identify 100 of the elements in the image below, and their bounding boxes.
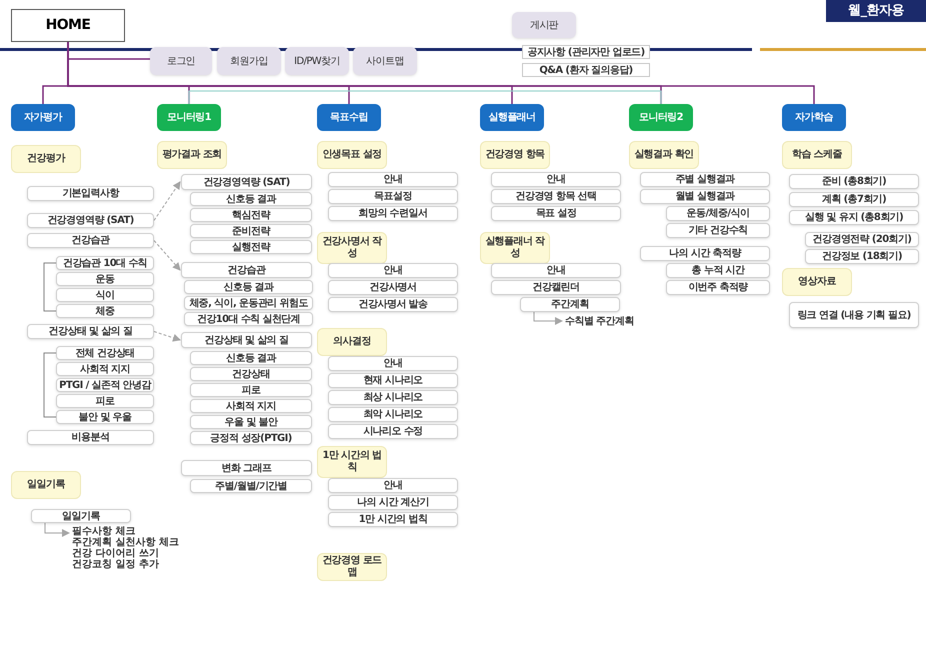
menu-item: 기본입력사항 — [27, 186, 154, 201]
menu-item: 건강습관 — [27, 233, 154, 248]
menu-item: 주간계획 — [520, 297, 620, 312]
menu-item: 건강경영전략 (20회기) — [805, 232, 919, 247]
menu-item: 신호등 결과 — [190, 192, 312, 206]
section-box: 건강경영 로드맵 — [317, 553, 387, 581]
menu-item: 나의 시간 계산기 — [328, 495, 458, 510]
nav-tab: 회원가입 — [217, 47, 281, 75]
menu-item: 건강캘린더 — [491, 280, 621, 295]
category-tab: 모니터링2 — [629, 104, 693, 131]
menu-item: 최상 시나리오 — [328, 390, 458, 405]
menu-item: 월별 실행결과 — [640, 189, 770, 204]
menu-item: 이번주 축적량 — [666, 280, 770, 295]
category-tab: 자가평가 — [11, 104, 75, 131]
menu-item: 사회적 지지 — [56, 362, 154, 376]
menu-item: 목표 설정 — [491, 206, 621, 221]
menu-item: 실행 및 유지 (총8회기) — [789, 210, 919, 225]
menu-item: 건강경영역량 (SAT) — [27, 213, 154, 228]
menu-item: 준비전략 — [190, 224, 312, 238]
section-box: 의사결정 — [317, 328, 387, 356]
board-item: 공지사항 (관리자만 업로드) — [522, 45, 650, 59]
section-box: 영상자료 — [782, 268, 852, 296]
menu-item: 긍정적 성장(PTGI) — [190, 431, 312, 445]
menu-item: 전체 건강상태 — [56, 346, 154, 360]
category-tab: 목표수립 — [317, 104, 381, 131]
menu-item: 계획 (총7회기) — [789, 192, 919, 207]
note-text: 건강 다이어리 쓰기 — [72, 548, 160, 559]
section-box: 평가결과 조회 — [157, 141, 227, 169]
menu-item: 안내 — [328, 172, 458, 187]
home-box: HOME — [11, 9, 125, 42]
connector-line — [188, 90, 662, 104]
menu-item: 1만 시간의 법칙 — [328, 512, 458, 527]
section-box: 건강사명서 작성 — [317, 232, 387, 264]
section-box: 건강경영 항목 — [480, 141, 550, 169]
menu-item: 준비 (총8회기) — [789, 174, 919, 189]
menu-item: 희망의 수련일서 — [328, 206, 458, 221]
menu-item: 안내 — [328, 263, 458, 278]
menu-item: 건강사명서 — [328, 280, 458, 295]
menu-item: 건강상태 및 삶의 질 — [181, 332, 312, 348]
nav-tab: 사이트맵 — [353, 47, 417, 75]
menu-item: 식이 — [56, 288, 154, 302]
menu-item: 불안 및 우울 — [56, 410, 154, 424]
menu-item: 시나리오 수정 — [328, 424, 458, 439]
menu-item: 건강경영 항목 선택 — [491, 189, 621, 204]
section-box: 인생목표 설정 — [317, 141, 387, 169]
menu-item: 우울 및 불안 — [190, 415, 312, 429]
menu-item: 안내 — [491, 263, 621, 278]
arrow — [534, 312, 563, 325]
menu-item: 나의 시간 축적량 — [640, 246, 770, 261]
note-text: 주간계획 실천사항 체크 — [72, 537, 180, 548]
menu-item: 비용분석 — [27, 430, 154, 445]
note-text: 필수사항 체크 — [72, 526, 136, 537]
menu-item: 건강상태 및 삶의 질 — [27, 324, 154, 339]
menu-item: 신호등 결과 — [190, 351, 312, 365]
note-text: 수칙별 주간계획 — [565, 314, 655, 328]
section-box: 실행결과 확인 — [629, 141, 699, 169]
menu-item: 주별 실행결과 — [640, 172, 770, 187]
menu-item: 체중 — [56, 304, 154, 318]
arrow — [154, 240, 181, 271]
menu-item: 기타 건강수칙 — [666, 223, 770, 238]
category-tab: 모니터링1 — [157, 104, 221, 131]
menu-item: 건강사명서 발송 — [328, 297, 458, 312]
arrow — [154, 181, 181, 221]
menu-item: 안내 — [491, 172, 621, 187]
menu-item: 건강상태 — [190, 367, 312, 381]
category-tab: 자가학습 — [782, 104, 846, 131]
section-box: 일일기록 — [11, 471, 81, 499]
menu-item: 최악 시나리오 — [328, 407, 458, 422]
connector-line — [67, 42, 150, 60]
menu-item: 목표설정 — [328, 189, 458, 204]
note-text: 건강코칭 일정 추가 — [72, 559, 160, 570]
section-box: 1만 시간의 법칙 — [317, 446, 387, 478]
board-item: Q&A (환자 질의응답) — [522, 63, 650, 77]
menu-item: 건강경영역량 (SAT) — [181, 174, 312, 190]
menu-item: 주별/월별/기간별 — [190, 479, 312, 493]
menu-item: 건강정보 (18회기) — [805, 249, 919, 264]
menu-item: 변화 그래프 — [181, 460, 312, 476]
menu-item: 사회적 지지 — [190, 399, 312, 413]
title-badge: 웰_환자용 — [826, 0, 926, 22]
nav-tab: 로그인 — [150, 47, 212, 75]
menu-item: 피로 — [56, 394, 154, 408]
menu-item: 핵심전략 — [190, 208, 312, 222]
section-box: 건강평가 — [11, 145, 81, 173]
menu-item: PTGI / 실존적 안녕감 — [56, 378, 154, 392]
arrow — [154, 331, 181, 342]
menu-item: 운동/체중/식이 — [666, 206, 770, 221]
menu-item: 체중, 식이, 운동관리 위험도 — [184, 296, 313, 310]
menu-item: 피로 — [190, 383, 312, 397]
menu-item: 실행전략 — [190, 240, 312, 254]
menu-item: 현재 시나리오 — [328, 373, 458, 388]
category-tab: 실행플래너 — [480, 104, 544, 131]
menu-item: 안내 — [328, 356, 458, 371]
menu-item: 운동 — [56, 272, 154, 286]
section-box: 실행플래너 작성 — [480, 232, 550, 264]
menu-item: 건강습관 — [181, 262, 312, 278]
menu-item: 일일기록 — [31, 509, 131, 523]
menu-item: 총 누적 시간 — [666, 263, 770, 278]
menu-item: 건강습관 10대 수칙 — [56, 256, 154, 270]
menu-item: 신호등 결과 — [184, 280, 313, 294]
menu-item: 건강10대 수칙 실천단계 — [184, 312, 313, 326]
